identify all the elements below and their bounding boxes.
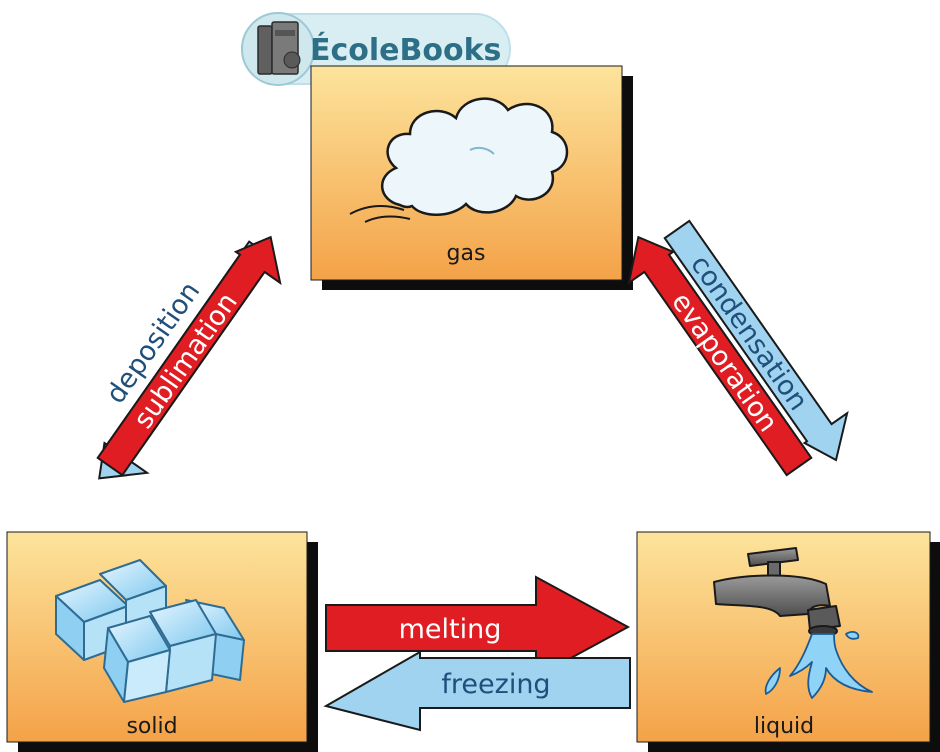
books-icon [257,21,301,75]
ice-cubes-icon [55,559,245,703]
liquid-label: liquid [754,714,814,739]
cloud-icon [349,97,569,223]
gas-card: gas [310,65,633,290]
gas-label: gas [447,241,486,266]
freezing-label: freezing [441,669,550,700]
solid-label: solid [126,714,177,739]
melting-arrow: melting [325,575,631,679]
ecolebooks-logo: ÉcoleBooks [241,12,511,86]
freezing-arrow: freezing [323,650,631,732]
water-stream-icon [764,631,873,699]
logo-text: ÉcoleBooks [310,32,501,68]
solid-card: solid [6,531,318,752]
melting-label: melting [399,614,502,645]
liquid-card: liquid [636,531,940,752]
